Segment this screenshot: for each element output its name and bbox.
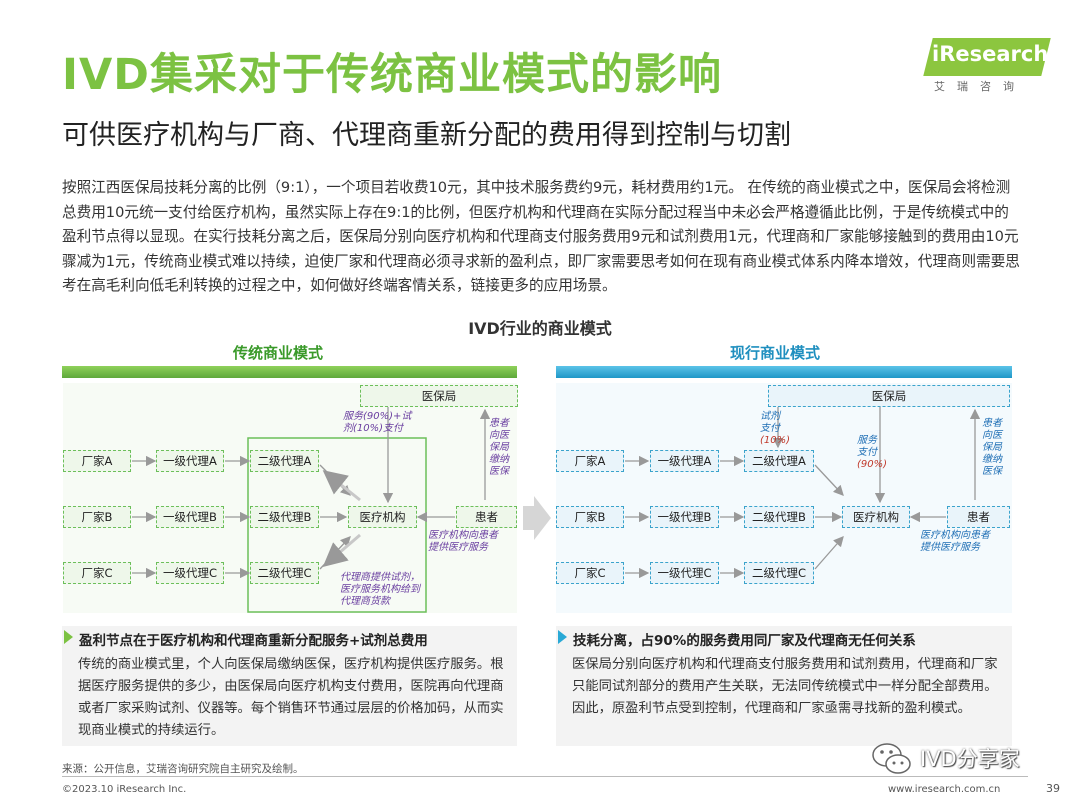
right-service-note: 医疗机构向患者 提供医疗服务 bbox=[920, 530, 990, 553]
right-manufacturer-a: 厂家A bbox=[556, 450, 624, 472]
left-manufacturer-a: 厂家A bbox=[63, 450, 131, 472]
right-panel-body: 医保局分别向医疗机构和代理商支付服务费用和试剂费用，代理商和厂家只能同试剂部分的… bbox=[572, 657, 998, 716]
footer-divider bbox=[62, 776, 1028, 777]
current-model-heading: 现行商业模式 bbox=[730, 344, 821, 362]
left-patient-note: 患者 向医 保局 缴纳 医保 bbox=[489, 418, 509, 477]
logo-subtitle: 艾瑞咨询 bbox=[934, 80, 1026, 93]
left-service-note: 医疗机构向患者 提供医疗服务 bbox=[428, 530, 498, 553]
right-level2-agent-a: 二级代理A bbox=[744, 450, 814, 472]
left-insurer-node: 医保局 bbox=[360, 385, 518, 407]
left-level1-agent-b: 一级代理B bbox=[156, 506, 224, 528]
current-model-bar bbox=[556, 366, 1012, 378]
blue-triangle-icon bbox=[558, 630, 567, 644]
right-level2-agent-c: 二级代理C bbox=[744, 562, 814, 584]
traditional-model-bar bbox=[62, 366, 517, 378]
source-note: 来源：公开信息，艾瑞咨询研究院自主研究及绘制。 bbox=[62, 763, 304, 775]
website: www.iresearch.com.cn bbox=[888, 784, 1001, 795]
right-manufacturer-c: 厂家C bbox=[556, 562, 624, 584]
right-summary-panel bbox=[556, 626, 1012, 746]
page-subtitle: 可供医疗机构与厂商、代理商重新分配的费用得到控制与切割 bbox=[62, 120, 791, 151]
traditional-model-heading: 传统商业模式 bbox=[233, 344, 324, 362]
right-insurer-node: 医保局 bbox=[768, 385, 1010, 407]
left-hospital-node: 医疗机构 bbox=[348, 506, 417, 528]
right-hospital-node: 医疗机构 bbox=[842, 506, 910, 528]
intro-paragraph: 按照江西医保局技耗分离的比例（9:1），一个项目若收费10元，其中技术服务费约9… bbox=[62, 179, 1020, 294]
right-reagent-payment-note: 试剂 支付 (10%) bbox=[760, 411, 791, 446]
right-level1-agent-c: 一级代理C bbox=[650, 562, 719, 584]
right-service-payment-note: 服务 支付 (90%) bbox=[857, 435, 888, 470]
left-level1-agent-a: 一级代理A bbox=[156, 450, 224, 472]
left-level2-agent-c: 二级代理C bbox=[250, 562, 319, 584]
green-triangle-icon bbox=[64, 630, 73, 644]
watermark: IVD分享家 bbox=[920, 747, 1020, 771]
left-level1-agent-c: 一级代理C bbox=[156, 562, 224, 584]
copyright: ©2023.10 iResearch Inc. bbox=[62, 784, 187, 795]
wechat-icon bbox=[872, 743, 911, 774]
left-panel-body: 传统的商业模式里，个人向医保局缴纳医保，医疗机构提供医疗服务。根据医疗服务提供的… bbox=[78, 657, 504, 738]
page-number: 39 bbox=[1046, 782, 1060, 795]
left-summary-panel bbox=[62, 626, 517, 746]
left-level2-agent-a: 二级代理A bbox=[250, 450, 319, 472]
right-panel-title: 技耗分离，占90%的服务费用同厂家及代理商无任何关系 bbox=[573, 633, 916, 649]
left-manufacturer-b: 厂家B bbox=[63, 506, 131, 528]
right-level1-agent-a: 一级代理A bbox=[650, 450, 719, 472]
right-patient-note: 患者 向医 保局 缴纳 医保 bbox=[982, 418, 1002, 477]
diagram-title: IVD行业的商业模式 bbox=[468, 319, 612, 338]
right-level1-agent-b: 一级代理B bbox=[650, 506, 719, 528]
left-agent-note: 代理商提供试剂， 医疗服务机构给到 代理商货款 bbox=[340, 572, 420, 607]
right-level2-agent-b: 二级代理B bbox=[744, 506, 814, 528]
left-level2-agent-b: 二级代理B bbox=[250, 506, 319, 528]
right-patient-node: 患者 bbox=[947, 506, 1010, 528]
left-manufacturer-c: 厂家C bbox=[63, 562, 131, 584]
logo: iResearch bbox=[932, 42, 1049, 66]
left-payment-note: 服务(90%)+试 剂(10%)支付 bbox=[343, 411, 412, 434]
left-patient-node: 患者 bbox=[456, 506, 517, 528]
page-title: IVD集采对于传统商业模式的影响 bbox=[62, 50, 722, 100]
left-panel-title: 盈利节点在于医疗机构和代理商重新分配服务+试剂总费用 bbox=[79, 633, 428, 649]
right-manufacturer-b: 厂家B bbox=[556, 506, 624, 528]
